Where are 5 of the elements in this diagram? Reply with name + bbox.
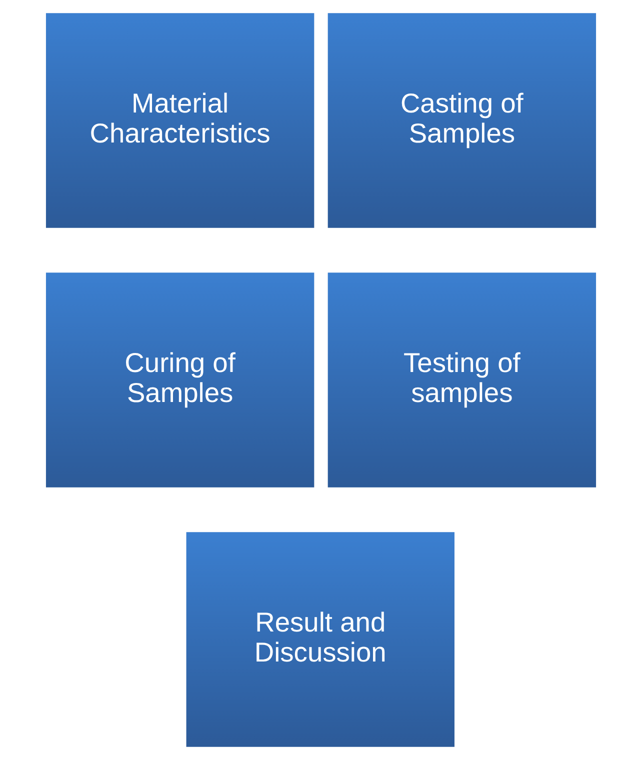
node-box: Material Characteristics bbox=[45, 13, 314, 228]
node-box: Curing of Samples bbox=[45, 272, 314, 488]
node-box: Result and Discussion bbox=[186, 532, 454, 747]
node-box: Casting of Samples bbox=[327, 13, 596, 228]
node-box: Testing of samples bbox=[327, 272, 596, 488]
